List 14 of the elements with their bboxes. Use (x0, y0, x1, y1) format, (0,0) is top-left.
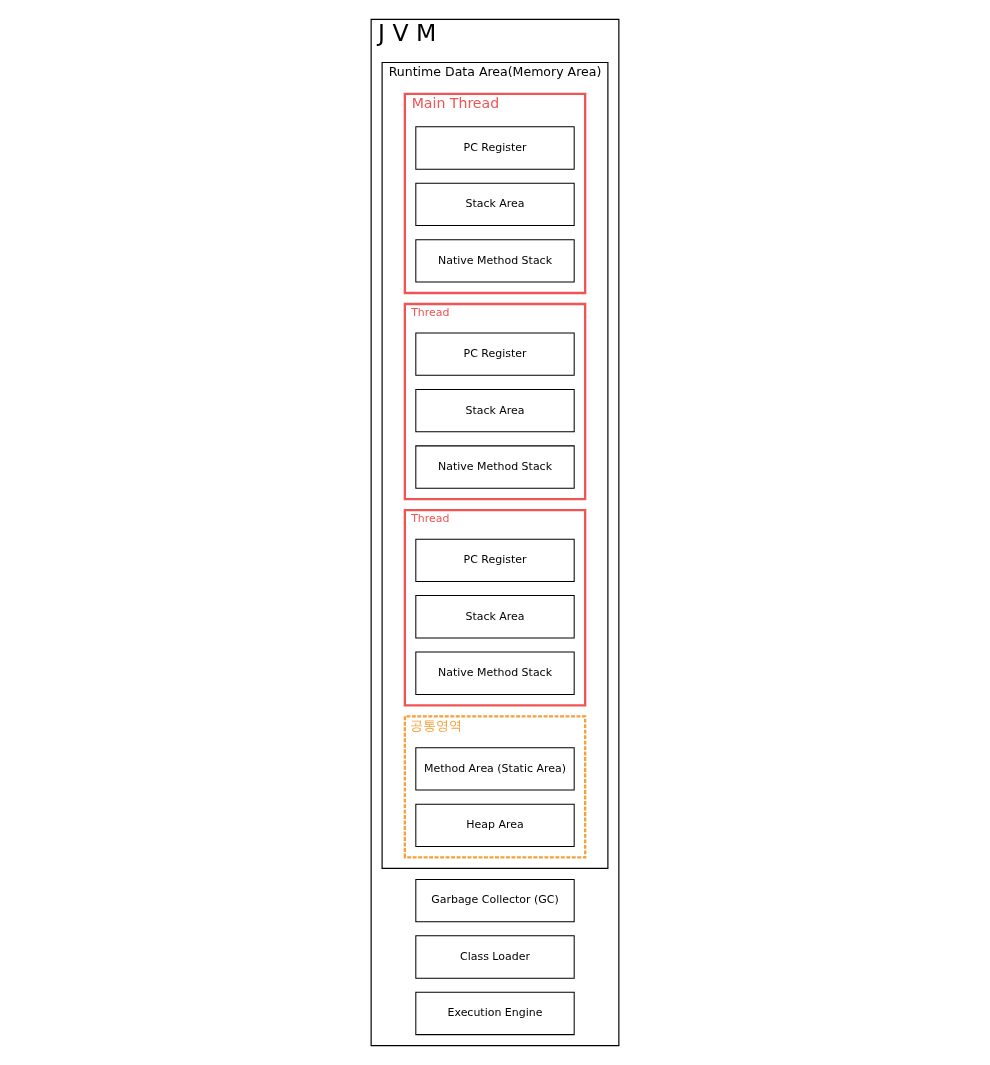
node-box: Stack Area (415, 595, 575, 639)
node-box: Garbage Collector (GC) (415, 878, 575, 923)
node-box: PC Register (415, 538, 575, 582)
node-box: Native Method Stack (415, 239, 575, 283)
node-box: PC Register (415, 332, 575, 376)
node-box: Method Area (Static Area) (415, 747, 575, 791)
node-box: Native Method Stack (415, 445, 575, 489)
node-box: Stack Area (415, 182, 575, 227)
node-box: Native Method Stack (415, 651, 575, 695)
node-box: Execution Engine (415, 991, 575, 1036)
node-box: Heap Area (415, 803, 575, 847)
node-box: PC Register (415, 126, 575, 170)
node-box: Stack Area (415, 388, 575, 433)
node-box: Class Loader (415, 935, 575, 979)
